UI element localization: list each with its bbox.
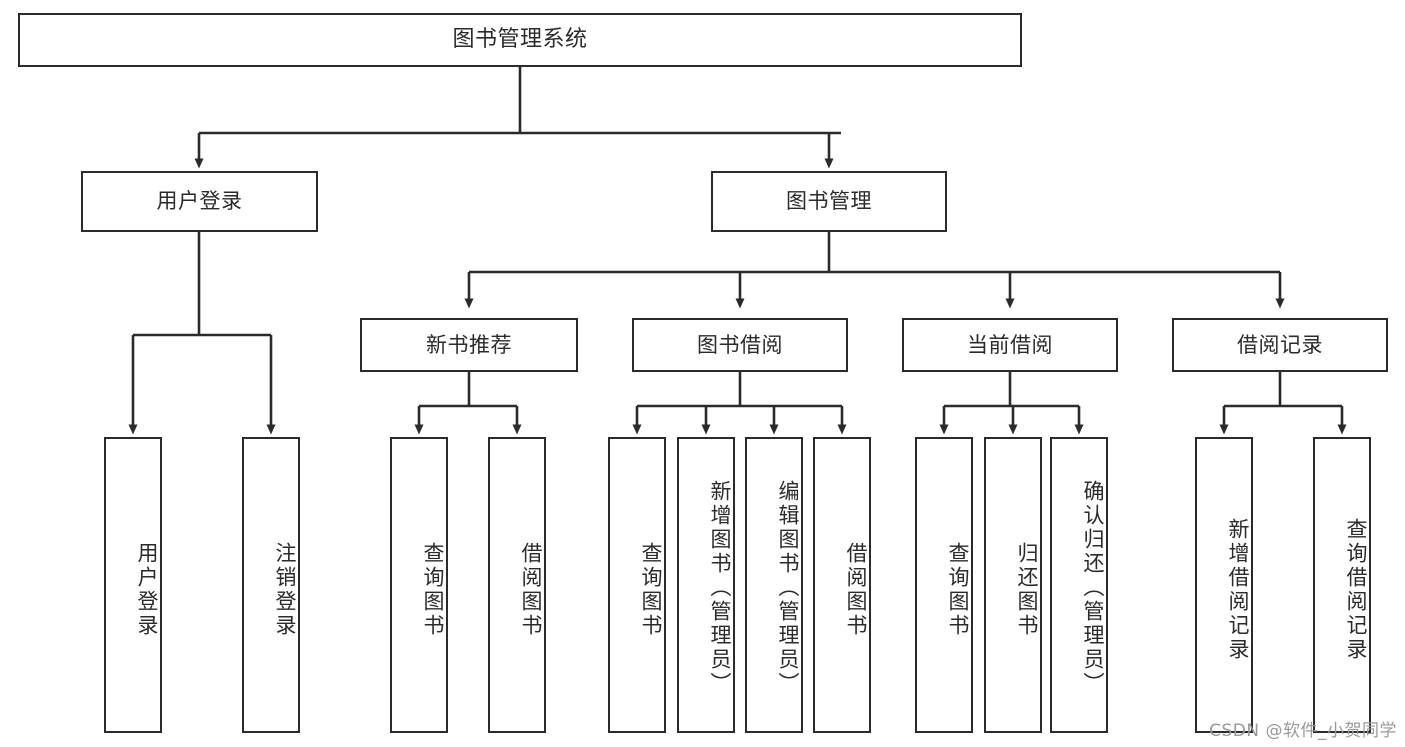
node-new-book-recommend-label: 新书推荐 xyxy=(426,332,512,357)
node-leaf-return-book[interactable]: 归还图书 xyxy=(984,437,1042,733)
node-leaf-query-book-1-label: 查询图书 xyxy=(421,542,445,638)
node-leaf-borrow-book-2[interactable]: 借阅图书 xyxy=(813,437,871,733)
node-leaf-user-login-label: 用户登录 xyxy=(135,542,159,638)
node-leaf-user-login[interactable]: 用户登录 xyxy=(104,437,162,733)
node-leaf-add-book[interactable]: 新增图书（管理员） xyxy=(677,437,735,733)
node-leaf-add-record-label: 新增借阅记录 xyxy=(1226,518,1250,662)
node-new-book-recommend[interactable]: 新书推荐 xyxy=(360,318,578,372)
node-root[interactable]: 图书管理系统 xyxy=(18,13,1022,67)
node-leaf-return-book-label: 归还图书 xyxy=(1015,542,1039,638)
node-leaf-confirm-return-label: 确认归还（管理员） xyxy=(1081,480,1105,696)
node-book-management-label: 图书管理 xyxy=(786,189,872,214)
node-leaf-borrow-book-2-label: 借阅图书 xyxy=(844,542,868,638)
node-leaf-confirm-return[interactable]: 确认归还（管理员） xyxy=(1050,437,1108,733)
node-user-login[interactable]: 用户登录 xyxy=(81,171,318,232)
node-leaf-query-book-1[interactable]: 查询图书 xyxy=(390,437,448,733)
node-borrow-record[interactable]: 借阅记录 xyxy=(1172,318,1388,372)
node-book-borrow[interactable]: 图书借阅 xyxy=(632,318,848,372)
node-root-label: 图书管理系统 xyxy=(452,27,588,53)
node-leaf-logout-login-label: 注销登录 xyxy=(273,542,297,638)
node-book-management[interactable]: 图书管理 xyxy=(711,171,947,232)
node-book-borrow-label: 图书借阅 xyxy=(697,332,783,357)
node-leaf-logout-login[interactable]: 注销登录 xyxy=(242,437,300,733)
node-user-login-label: 用户登录 xyxy=(156,189,243,214)
node-borrow-record-label: 借阅记录 xyxy=(1237,332,1323,357)
node-current-borrow-label: 当前借阅 xyxy=(967,332,1053,357)
node-leaf-add-book-label: 新增图书（管理员） xyxy=(708,480,732,696)
node-leaf-add-record[interactable]: 新增借阅记录 xyxy=(1195,437,1253,733)
node-leaf-edit-book[interactable]: 编辑图书（管理员） xyxy=(745,437,803,733)
node-leaf-query-book-3-label: 查询图书 xyxy=(946,542,970,638)
node-leaf-query-book-2[interactable]: 查询图书 xyxy=(608,437,666,733)
node-current-borrow[interactable]: 当前借阅 xyxy=(902,318,1118,372)
node-leaf-borrow-book-1[interactable]: 借阅图书 xyxy=(488,437,546,733)
node-leaf-query-book-2-label: 查询图书 xyxy=(639,542,663,638)
node-leaf-query-record[interactable]: 查询借阅记录 xyxy=(1313,437,1371,733)
csdn-watermark: CSDN @软件_小贺同学 xyxy=(1209,721,1397,741)
node-leaf-query-record-label: 查询借阅记录 xyxy=(1344,518,1368,662)
node-leaf-borrow-book-1-label: 借阅图书 xyxy=(519,542,543,638)
node-leaf-query-book-3[interactable]: 查询图书 xyxy=(915,437,973,733)
node-leaf-edit-book-label: 编辑图书（管理员） xyxy=(776,480,800,696)
